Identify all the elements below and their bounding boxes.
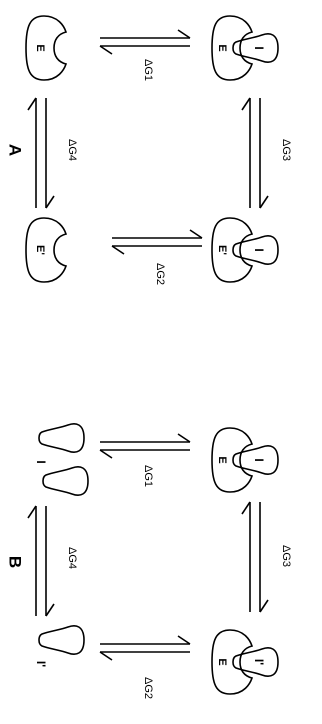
inhibitor-i: I bbox=[232, 444, 279, 476]
arrow-dg1-b bbox=[99, 433, 191, 459]
inhibitor-label: I bbox=[34, 460, 48, 463]
inhibitor-i-free bbox=[42, 465, 89, 497]
arrow-dg3-b bbox=[241, 501, 269, 613]
panel-a: E ΔG1 E I A ΔG4 ΔG3 E' bbox=[6, 15, 292, 285]
panel-label-b: B bbox=[6, 556, 25, 568]
enzyme-e-free: E bbox=[25, 15, 67, 81]
dg3-label-a: ΔG3 bbox=[280, 139, 292, 161]
panel-label-a: A bbox=[6, 144, 25, 156]
inhibitor-i-free-shape bbox=[38, 422, 85, 454]
complex-e-i-prime: E I' bbox=[211, 629, 279, 695]
complex-e-prime-i: E' I bbox=[211, 217, 279, 283]
arrow-dg1-a bbox=[99, 29, 191, 55]
inhibitor-i-prime-free-shape bbox=[38, 624, 85, 656]
dg4-label-b: ΔG4 bbox=[66, 547, 78, 569]
enzyme-label: E' bbox=[34, 245, 46, 255]
panel-b: I ΔG1 E I B ΔG4 ΔG3 I' bbox=[6, 422, 292, 699]
complex-e-i: E I bbox=[211, 15, 279, 81]
inhibitor-label: I' bbox=[252, 659, 266, 665]
enzyme-e-prime-free: E' bbox=[25, 217, 67, 283]
arrow-dg4-b bbox=[27, 505, 55, 617]
inhibitor-i: I bbox=[232, 234, 279, 266]
arrow-dg3-a bbox=[241, 97, 269, 209]
enzyme-label: E bbox=[216, 456, 228, 463]
enzyme-label: E bbox=[216, 44, 228, 51]
enzyme-label: E' bbox=[216, 245, 228, 255]
inhibitor-label: I bbox=[252, 46, 266, 49]
complex-e-i-b: E I bbox=[211, 427, 279, 493]
arrow-dg2-a bbox=[111, 229, 203, 255]
dg1-label-b: ΔG1 bbox=[142, 465, 154, 487]
inhibitor-label: I bbox=[252, 248, 266, 251]
arrow-dg4-a bbox=[27, 97, 55, 209]
dg4-label-a: ΔG4 bbox=[66, 139, 78, 161]
enzyme-label: E bbox=[216, 658, 228, 665]
enzyme-label: E bbox=[34, 44, 46, 51]
inhibitor-i: I bbox=[232, 32, 279, 64]
inhibitor-label: I' bbox=[34, 661, 48, 667]
dg2-label-b: ΔG2 bbox=[142, 677, 154, 699]
dg3-label-b: ΔG3 bbox=[280, 545, 292, 567]
inhibitor-label: I bbox=[252, 458, 266, 461]
inhibitor-i-prime: I' bbox=[232, 646, 279, 678]
arrow-dg2-b bbox=[99, 635, 191, 661]
dg2-label-a: ΔG2 bbox=[154, 263, 166, 285]
dg1-label-a: ΔG1 bbox=[142, 59, 154, 81]
